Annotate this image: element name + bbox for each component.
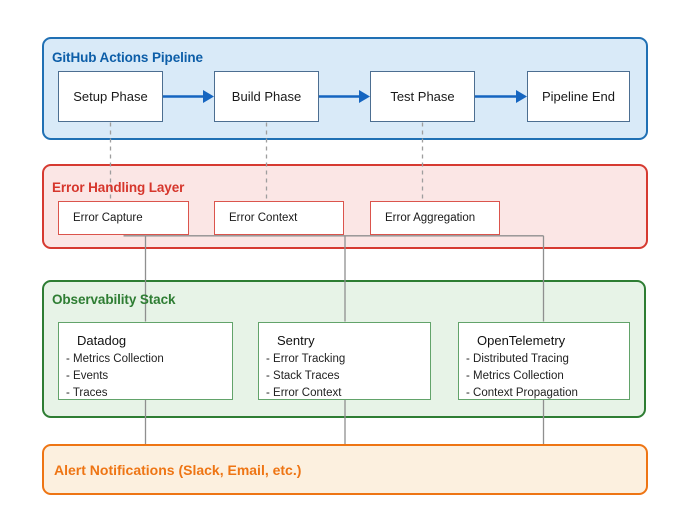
opentelemetry-title: OpenTelemetry [477,333,566,348]
observability-layer-title: Observability Stack [52,292,176,307]
sentry-title: Sentry [277,333,315,348]
node-pipeline-end: Pipeline End [527,71,630,122]
node-build-phase: Build Phase [214,71,319,122]
node-setup-phase: Setup Phase [58,71,163,122]
datadog-feature: - Metrics Collection [66,353,164,365]
opentelemetry-feature: - Metrics Collection [466,370,564,382]
node-datadog: Datadog - Metrics Collection - Events - … [58,322,233,400]
datadog-feature: - Events [66,370,109,382]
node-error-context: Error Context [214,201,344,235]
node-sentry: Sentry - Error Tracking - Stack Traces -… [258,322,431,400]
alerts-layer-container: Alert Notifications (Slack, Email, etc.) [42,444,648,495]
node-test-phase: Test Phase [370,71,475,122]
node-error-capture: Error Capture [58,201,189,235]
sentry-feature: - Error Tracking [266,353,346,365]
sentry-feature: - Error Context [266,387,342,399]
error-handling-layer-title: Error Handling Layer [52,180,185,195]
opentelemetry-feature: - Distributed Tracing [466,353,569,365]
node-error-aggregation: Error Aggregation [370,201,500,235]
sentry-feature: - Stack Traces [266,370,340,382]
pipeline-layer-title: GitHub Actions Pipeline [52,50,203,65]
alerts-layer-title: Alert Notifications (Slack, Email, etc.) [54,461,302,478]
datadog-title: Datadog [77,333,127,348]
node-opentelemetry: OpenTelemetry - Distributed Tracing - Me… [458,322,630,400]
opentelemetry-feature: - Context Propagation [466,387,578,399]
datadog-feature: - Traces [66,387,108,399]
